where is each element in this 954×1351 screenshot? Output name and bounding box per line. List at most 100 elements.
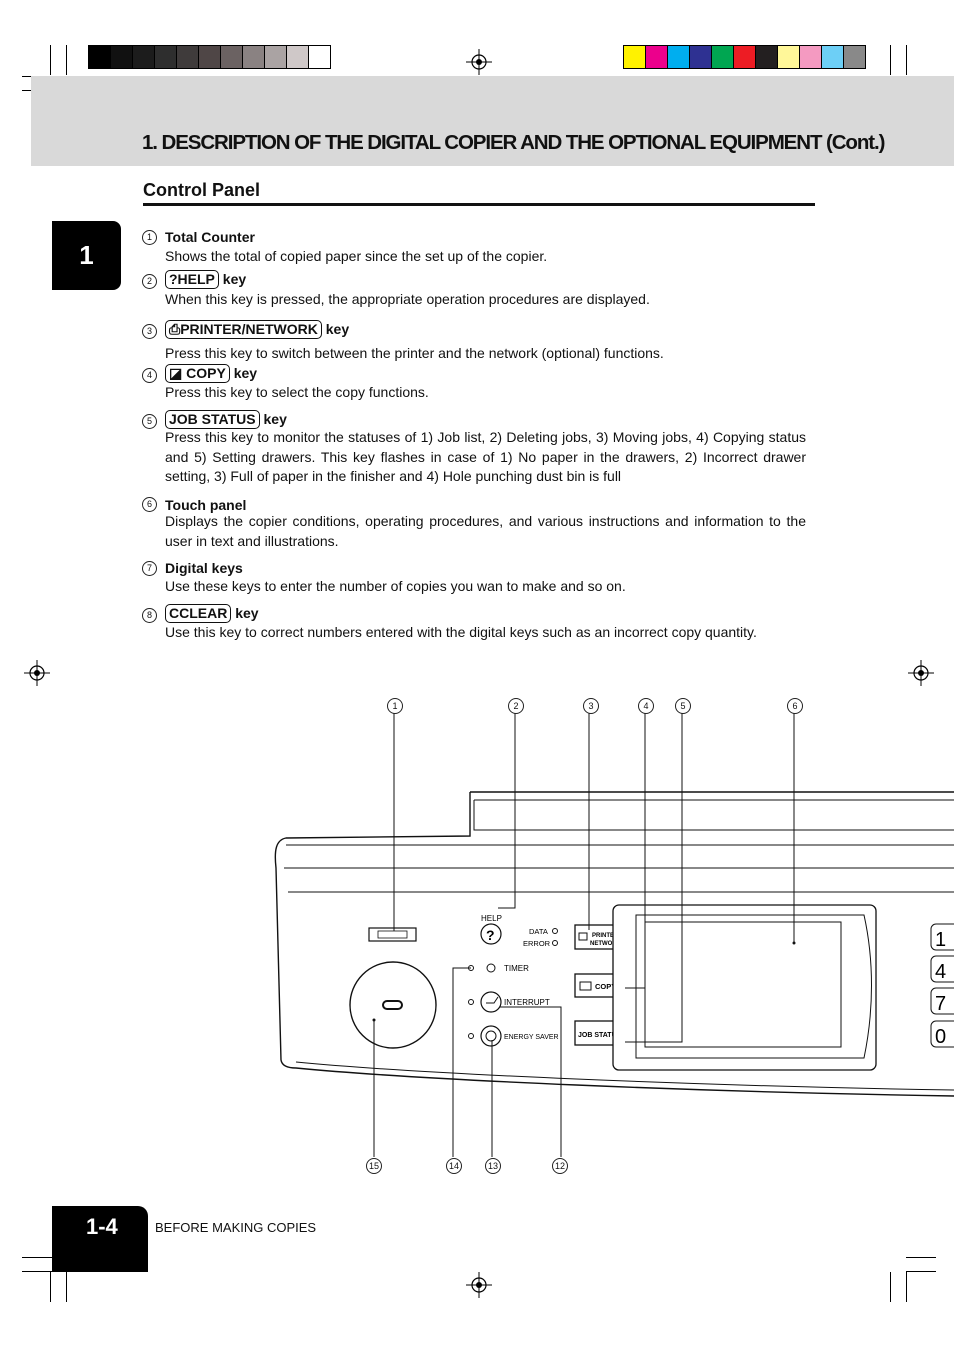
chapter-tab: 1 (52, 221, 121, 290)
crop-mark (906, 45, 907, 75)
key-suffix: key (218, 271, 247, 287)
calibration-swatch (734, 46, 756, 68)
calibration-swatch (133, 46, 155, 68)
panel-body-outline (274, 791, 954, 1097)
crop-mark (50, 1272, 51, 1302)
item-number: 8 (142, 608, 157, 623)
energy-saver-icon (485, 1030, 497, 1042)
crop-mark (66, 45, 67, 75)
dial-knob (349, 961, 437, 1049)
job-status-key-label: JOB STATUS (165, 410, 260, 429)
crop-mark (890, 1272, 891, 1302)
footer-section: BEFORE MAKING COPIES (155, 1220, 317, 1235)
printer-network-key-label: ⎙PRINTER/NETWORK (165, 320, 322, 339)
item-title: Total Counter (165, 229, 255, 245)
header-band (31, 76, 954, 166)
item-number: 6 (142, 497, 157, 512)
item-title: Touch panel (165, 497, 247, 513)
leader-lines (373, 713, 795, 1157)
calibration-swatch (199, 46, 221, 68)
calibration-swatch (624, 46, 646, 68)
gray-calibration-bar (88, 45, 331, 69)
key-suffix: key (231, 605, 259, 621)
digit-key-7: 7 (935, 993, 946, 1015)
page-title: 1. DESCRIPTION OF THE DIGITAL COPIER AND… (142, 131, 885, 154)
calibration-swatch (89, 46, 111, 68)
interrupt-label: INTERRUPT (504, 998, 550, 1007)
help-label: HELP (481, 914, 502, 923)
registration-mark-icon (466, 1272, 492, 1298)
item-description: Shows the total of copied paper since th… (165, 248, 548, 264)
calibration-swatch (756, 46, 778, 68)
item-description: Use this key to correct numbers entered … (165, 624, 757, 640)
help-key-label: ?HELP (165, 270, 219, 289)
data-label: DATA (529, 927, 548, 936)
timer-label: TIMER (504, 964, 529, 973)
callout-14: 14 (446, 1158, 462, 1174)
callout-3: 3 (583, 698, 599, 714)
item-title: ?HELP key (165, 270, 246, 289)
calibration-swatch (646, 46, 668, 68)
item-description: Press this key to switch between the pri… (165, 345, 664, 361)
interrupt-icon (486, 996, 499, 1004)
panel-top-surface (284, 844, 954, 893)
callout-5: 5 (675, 698, 691, 714)
crop-mark (66, 1272, 67, 1302)
network-label: NETWORK (590, 941, 622, 947)
calibration-swatch (221, 46, 243, 68)
item-title: ◪ COPY key (165, 364, 257, 383)
calibration-swatch (668, 46, 690, 68)
registration-mark-icon (466, 49, 492, 75)
calibration-swatch (265, 46, 287, 68)
copy-icon: ◪ (169, 365, 187, 381)
item-description: Displays the copier conditions, operatin… (165, 513, 806, 549)
calibration-swatch (822, 46, 844, 68)
digit-key-1: 1 (935, 929, 946, 951)
control-panel-diagram: HELP ? DATA ERROR PRINTER/ NETWORK COPY … (274, 713, 954, 1157)
key-text: COPY (186, 365, 226, 381)
page-number: 1-4 (52, 1206, 148, 1272)
callout-12: 12 (552, 1158, 568, 1174)
printer-label: PRINTER/ (592, 933, 620, 939)
digit-key-0: 0 (935, 1026, 946, 1048)
crop-mark (906, 1257, 936, 1258)
key-suffix: key (229, 365, 258, 381)
item-number: 1 (142, 230, 157, 245)
key-suffix: key (259, 411, 287, 427)
item-description: Press this key to select the copy functi… (165, 384, 429, 400)
interrupt-button (480, 991, 502, 1013)
calibration-swatch (111, 46, 133, 68)
item-description: Use these keys to enter the number of co… (165, 578, 626, 594)
crop-mark (22, 1257, 52, 1258)
dial-indicator-icon (382, 1000, 403, 1010)
calibration-swatch (844, 46, 865, 68)
clear-key-label: CCLEAR (165, 604, 232, 623)
crop-mark (890, 45, 891, 75)
crop-mark (50, 45, 51, 75)
crop-mark (22, 1271, 52, 1272)
panel-front-bottom (295, 1061, 954, 1091)
calibration-swatch (778, 46, 800, 68)
item-number: 4 (142, 368, 157, 383)
callout-15: 15 (366, 1158, 382, 1174)
calibration-swatch (800, 46, 822, 68)
energy-saver-button (480, 1025, 502, 1047)
item-number: 5 (142, 414, 157, 429)
key-suffix: key (321, 321, 350, 337)
timer-icon (486, 963, 496, 973)
total-counter (368, 927, 417, 942)
calibration-swatch (690, 46, 712, 68)
copy-label: COPY (595, 982, 616, 991)
printer-icon: ⎙ (169, 321, 181, 337)
calibration-swatch (712, 46, 734, 68)
digit-key-4: 4 (935, 961, 946, 983)
help-symbol: ? (486, 927, 495, 943)
color-calibration-bar (623, 45, 866, 69)
callout-6: 6 (787, 698, 803, 714)
copy-key-label: ◪ COPY (165, 364, 230, 383)
item-title: ⎙PRINTER/NETWORK key (165, 320, 349, 339)
item-title: JOB STATUS key (165, 410, 287, 429)
item-number: 2 (142, 274, 157, 289)
calibration-swatch (155, 46, 177, 68)
section-rule (143, 203, 815, 206)
